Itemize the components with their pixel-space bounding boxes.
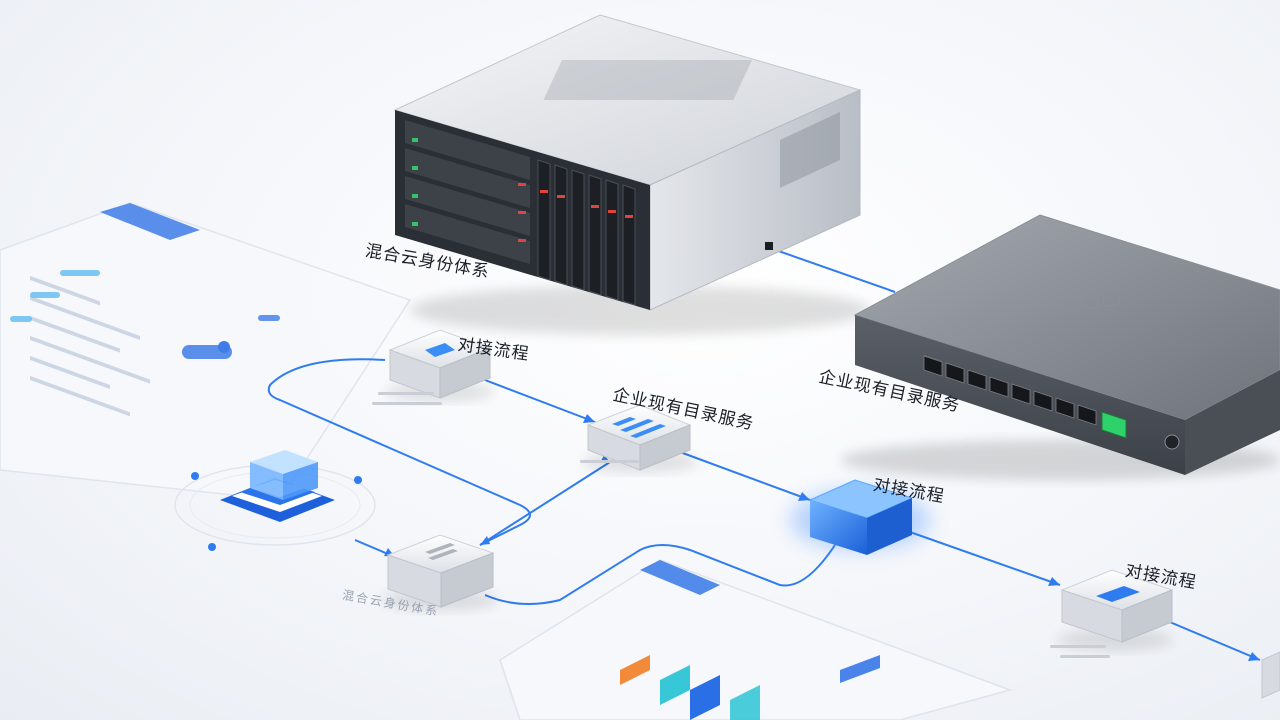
node-far-right-partial — [1261, 651, 1280, 699]
left-dashboard-panel — [0, 202, 412, 501]
faint-captions — [372, 392, 1110, 658]
node-flow-top — [385, 329, 495, 402]
identity-platform-icon — [174, 450, 376, 551]
switch-ports — [923, 355, 1097, 426]
node-directory — [582, 404, 698, 473]
network-switch: ▢▢▢ — [840, 214, 1280, 480]
server-rack — [393, 14, 870, 335]
bottom-chart-panel — [499, 559, 1013, 720]
node-flow-mid-highlight — [790, 479, 930, 555]
node-flow-right — [1057, 569, 1174, 651]
connection-lines — [267, 247, 1261, 661]
node-bottom — [382, 534, 498, 611]
